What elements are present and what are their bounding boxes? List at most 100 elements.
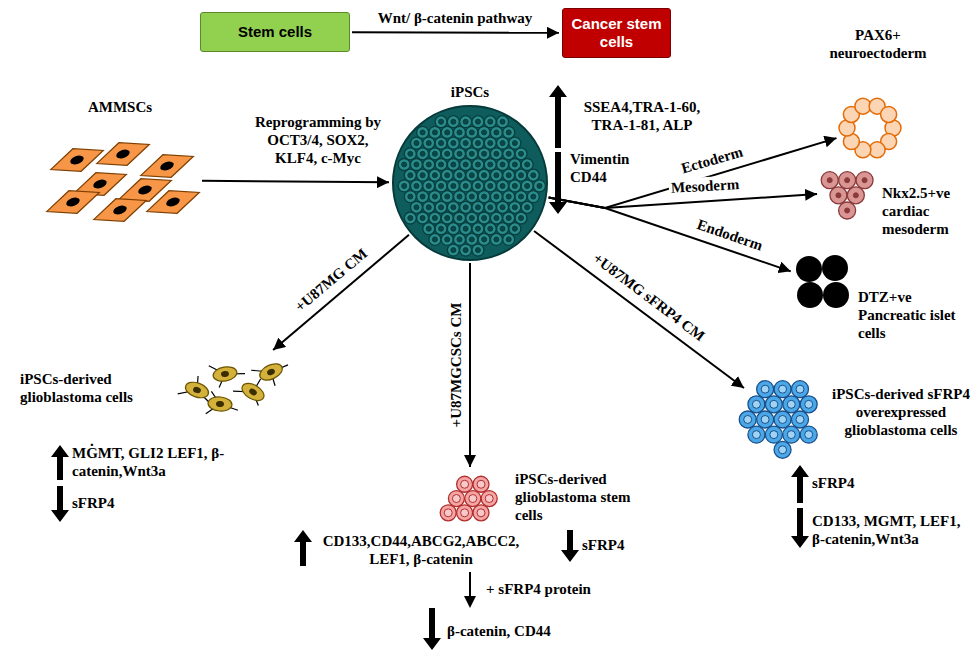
cell bbox=[783, 396, 800, 413]
cell bbox=[466, 148, 478, 160]
cell bbox=[143, 181, 204, 223]
treatment-arrowhead bbox=[464, 596, 476, 608]
cell bbox=[183, 379, 210, 400]
shape-art bbox=[821, 172, 873, 219]
cell bbox=[791, 411, 808, 428]
node-shape bbox=[435, 470, 505, 530]
cell bbox=[417, 148, 429, 160]
edge-label-slot: Mesoderm bbox=[668, 175, 741, 197]
cell-illustration: AMMSCs bbox=[45, 140, 200, 220]
cell bbox=[478, 169, 490, 181]
cell bbox=[410, 137, 422, 149]
cell bbox=[447, 116, 459, 128]
cell bbox=[484, 223, 496, 235]
cell bbox=[481, 491, 497, 507]
cell bbox=[441, 233, 453, 245]
cell bbox=[484, 180, 496, 192]
edge-label: Endoderm bbox=[695, 215, 765, 254]
cell bbox=[417, 126, 429, 138]
up-arrow bbox=[791, 465, 809, 503]
cell bbox=[429, 169, 441, 181]
cell bbox=[478, 148, 490, 160]
cell bbox=[435, 116, 447, 128]
marker-list: CD133, MGMT, LEF1, β-catenin,Wnt3a bbox=[812, 512, 972, 548]
cell bbox=[441, 148, 453, 160]
cell-colony: iPSCs bbox=[392, 105, 548, 261]
label-slot: . bbox=[90, 432, 100, 450]
arrow-connector bbox=[273, 235, 409, 350]
cell bbox=[466, 169, 478, 181]
cell bbox=[472, 159, 484, 171]
label-slot: Vimentin CD44 bbox=[570, 150, 645, 186]
node-label: DTZ+ve Pancreatic islet cells bbox=[858, 288, 958, 342]
cell bbox=[212, 365, 238, 383]
cell bbox=[774, 411, 791, 428]
node-shape bbox=[392, 105, 548, 261]
cell bbox=[490, 169, 502, 181]
label-slot: SSEA4,TRA-1-60, TRA-1-81, ALP bbox=[572, 98, 712, 134]
cell bbox=[429, 233, 441, 245]
cell bbox=[448, 491, 464, 507]
cell bbox=[739, 411, 756, 428]
node-label: iPSCs bbox=[420, 83, 520, 101]
node-label: iPSCs-derived sFRP4 overexpressed gliobl… bbox=[830, 385, 972, 439]
node-shape bbox=[792, 252, 852, 312]
cell bbox=[521, 180, 533, 192]
cell bbox=[822, 255, 848, 281]
down-arrow bbox=[549, 152, 567, 214]
arrow-connector bbox=[534, 231, 744, 388]
cell bbox=[473, 505, 489, 521]
cell-colony: iPSCs-derived glioblastoma stem cells bbox=[435, 470, 505, 530]
cell bbox=[503, 126, 515, 138]
cell bbox=[521, 201, 533, 213]
cell bbox=[800, 426, 817, 443]
cell bbox=[490, 126, 502, 138]
marker-list: Vimentin CD44 bbox=[570, 150, 645, 186]
cell bbox=[423, 223, 435, 235]
cell bbox=[466, 212, 478, 224]
label-slot: CD133,CD44,ABCG2,ABCC2, LEF1, β-catenin bbox=[316, 532, 526, 568]
cell bbox=[93, 133, 154, 175]
cell bbox=[460, 180, 472, 192]
marker-list: sFRP4 bbox=[582, 536, 642, 554]
node-shape bbox=[175, 352, 290, 417]
cell-illustration: iPSCs-derived glioblastoma cells bbox=[175, 352, 290, 417]
cell bbox=[478, 126, 490, 138]
cell bbox=[757, 411, 774, 428]
cell-illustration: PAX6+ neuroectoderm bbox=[838, 96, 902, 160]
marker-list: SSEA4,TRA-1-60, TRA-1-81, ALP bbox=[572, 98, 712, 134]
cell bbox=[460, 159, 472, 171]
shape-art bbox=[43, 133, 204, 231]
cell bbox=[881, 106, 897, 122]
cell bbox=[43, 181, 104, 223]
cell bbox=[417, 191, 429, 203]
edge-label-slot: Reprogramming by OCT3/4, SOX2, KLF4, c-M… bbox=[246, 113, 390, 167]
cell bbox=[823, 282, 849, 308]
cell bbox=[410, 201, 422, 213]
edge-label-slot: Ectoderm bbox=[677, 142, 747, 178]
edge-label-slot: +U87MG sFRP4 CM bbox=[588, 248, 710, 346]
cell bbox=[454, 126, 466, 138]
shape-art bbox=[739, 381, 817, 459]
cell bbox=[454, 169, 466, 181]
cell bbox=[503, 212, 515, 224]
cell bbox=[460, 116, 472, 128]
cell bbox=[447, 137, 459, 149]
cell bbox=[497, 137, 509, 149]
cell bbox=[521, 159, 533, 171]
arrow-connector bbox=[202, 181, 389, 183]
cell bbox=[441, 126, 453, 138]
cell bbox=[435, 180, 447, 192]
cell bbox=[856, 172, 873, 189]
cell bbox=[404, 212, 416, 224]
text-slot: iPSCs-derived sFRP4 overexpressed gliobl… bbox=[830, 385, 972, 439]
cell bbox=[503, 169, 515, 181]
updown-arrows bbox=[51, 85, 809, 650]
cell bbox=[497, 159, 509, 171]
cell bbox=[503, 191, 515, 203]
cell bbox=[447, 201, 459, 213]
marker-list: β-catenin, CD44 bbox=[447, 622, 587, 640]
node-shape bbox=[838, 96, 902, 160]
